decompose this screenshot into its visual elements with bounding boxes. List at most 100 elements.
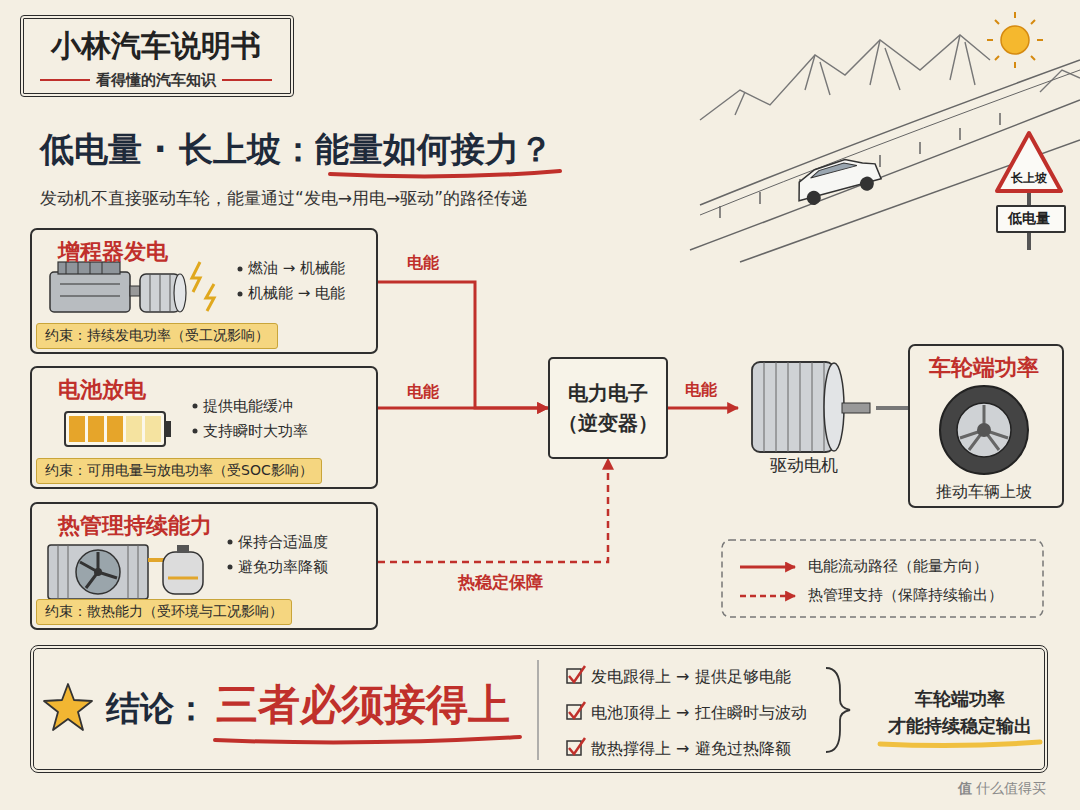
page-title: 低电量 · 长上坡：能量如何接力？ [40,128,553,171]
road-sketch [690,100,1080,250]
radiator-illustration [80,552,117,588]
engine-illustration [206,284,214,311]
connector [378,459,608,562]
node-text: 推动车辆上坡 [910,482,1058,502]
legend-frame [740,595,795,598]
legend-frame [722,540,1043,617]
engine-illustration [50,262,214,312]
subtitle: 发动机不直接驱动车轮，能量通过“发电→用电→驱动”的路径传递 [40,188,528,209]
engine-illustration [174,274,186,312]
tire-illustration [957,403,1011,457]
battery-illustration [145,416,161,442]
node-text: 电池放电 [58,376,146,404]
mountain-sketch [700,35,990,120]
radiator-illustration [58,545,138,599]
node-text: 燃油 → 机械能 [248,259,345,278]
node-text: 长上坡 [994,171,1064,186]
inverter-box: 电力电子 （逆变器） [548,357,668,459]
sign-plate: 低电量 [996,205,1066,233]
highlight-underline [880,742,1040,746]
constraint-tag: 约束：散热能力（受环境与工况影响） [36,599,292,625]
engine-illustration [150,274,170,312]
sun-icon [987,12,1043,68]
motor-node: 驱动电机 [738,340,876,481]
node-text: 低电量 [998,210,1060,228]
motor-illustration [752,362,870,452]
motor-illustration [824,363,844,451]
motor-illustration [764,362,824,452]
car-sketch [809,160,857,178]
constraint-tag: 约束：持续发电功率（受工况影响） [36,323,278,349]
brace [826,668,850,752]
star-icon [44,684,92,730]
process-box: 热管理持续能力保持合适温度避免功率降额约束：散热能力（受环境与工况影响） [30,502,378,630]
warning-sign: 长上坡 [994,130,1064,194]
engine-illustration [50,272,130,312]
header-rule [40,79,90,81]
motor-illustration [842,403,870,413]
legend-frame [722,540,1043,617]
checkbox-icon [567,666,585,755]
node-text: 提供电能缓冲 [203,397,293,416]
divider [537,660,539,760]
connector [876,406,908,410]
road-sketch [700,60,1080,205]
node-text: 电池顶得上 → 扛住瞬时与波动 [591,703,807,723]
node-text: 机械能 → 电能 [248,284,345,303]
watermark: 值 [958,780,972,798]
node-text: 电力电子 （逆变器） [555,378,661,438]
tire-illustration [977,423,991,437]
battery-illustration [126,416,142,442]
conclusion-underline [215,737,520,742]
radiator-illustration [177,545,189,553]
node-text: 约束：可用电量与放电功率（受SOC影响） [45,462,313,480]
edge-label: 电能 [405,253,441,272]
node-text: 车轮端功率 才能持续稳定输出 [877,685,1042,739]
conclusion-box: 结论：三者必须接得上发电跟得上 → 提供足够电能电池顶得上 → 扛住瞬时与波动散… [30,645,1048,773]
radiator-illustration [76,550,120,594]
motor-illustration [752,362,834,452]
constraint-tag: 约束：可用电量与放电功率（受SOC影响） [36,458,322,484]
radiator-illustration [163,552,203,594]
legend-text: 电能流动路径（能量方向） [808,557,988,576]
process-box: 电池放电提供电能缓冲支持瞬时大功率约束：可用电量与放电功率（受SOC影响） [30,366,378,489]
node-text: 增程器发电 [58,238,168,266]
radiator-illustration [168,577,198,580]
edge-label: 电能 [683,380,719,399]
tire-illustration [940,386,1028,474]
sun-icon [1001,26,1029,54]
node-text: 约束：持续发电功率（受工况影响） [45,327,269,345]
battery-illustration [165,421,171,437]
node-text: 驱动电机 [738,455,870,476]
process-box: 增程器发电燃油 → 机械能机械能 → 电能约束：持续发电功率（受工况影响） [30,228,378,354]
engine-illustration [60,262,120,296]
bullet-dot [238,292,243,297]
car-sketch [805,189,822,206]
node-text: 三者必须接得上 [216,679,510,732]
radiator-illustration [94,568,102,576]
battery-illustration [107,416,123,442]
edge-label: 热稳定保障 [456,572,545,592]
legend-text: 热管理支持（保障持续输出） [808,586,1003,605]
node-text: 车轮端功率 [910,354,1058,382]
car-sketch [858,175,875,192]
radiator-illustration [148,558,164,562]
node-text: 保持合适温度 [238,533,328,552]
radiator-illustration [48,545,148,599]
edge-label: 电能 [405,382,441,401]
road-sketch [700,70,1080,215]
node-text: 约束：散热能力（受环境与工况影响） [45,603,283,621]
title-underline [330,171,560,176]
bullet-dot [238,267,243,272]
connector [378,407,548,410]
connector [668,407,738,410]
node-text: 散热撑得上 → 避免过热降额 [591,739,791,759]
bullet-dot [193,404,198,409]
connector [378,282,548,408]
battery-illustration [69,416,85,442]
battery-illustration [88,416,104,442]
battery-illustration [65,412,171,446]
node-text: 发电跟得上 → 提供足够电能 [591,667,791,687]
road-sketch [690,60,1080,262]
